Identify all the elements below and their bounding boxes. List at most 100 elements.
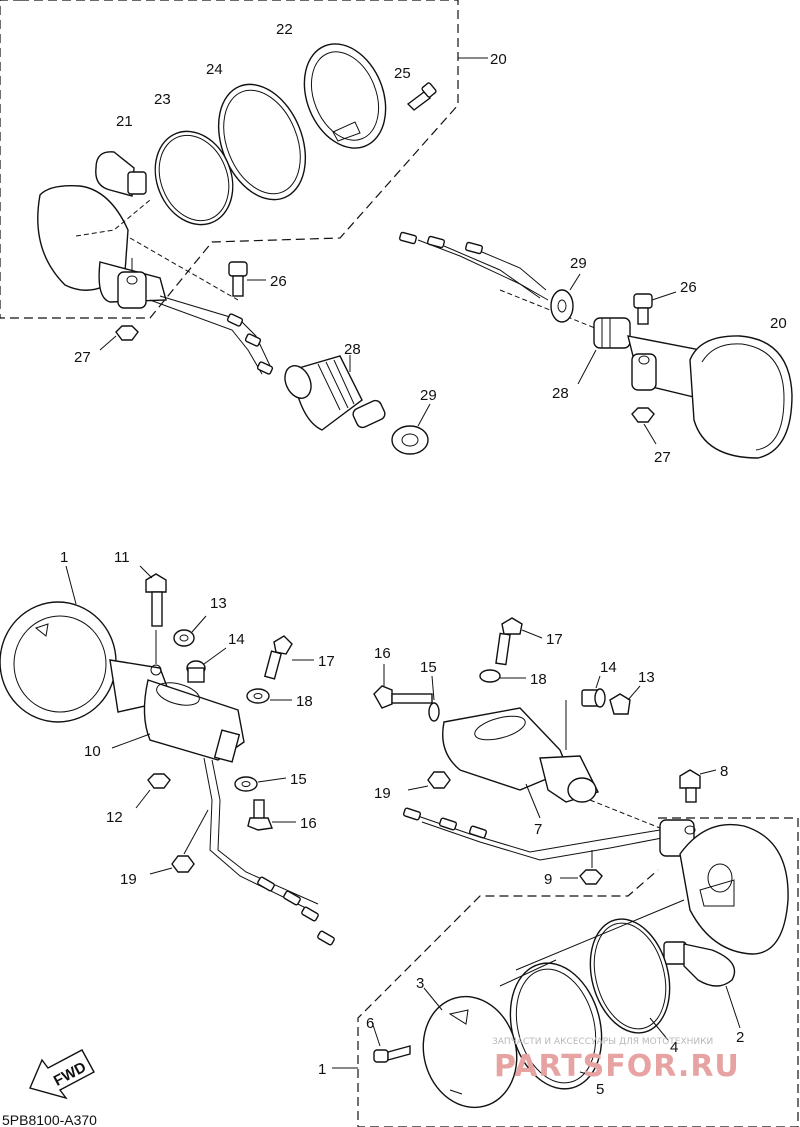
socket-28-left[interactable] <box>280 355 387 431</box>
fwd-arrow-icon: FWD <box>29 1049 95 1100</box>
diagram-code: 5PB8100-A370 <box>2 1112 97 1127</box>
part-label: 25 <box>394 65 411 82</box>
bolt-26-right[interactable] <box>633 293 653 325</box>
watermark: ЗАПЧАСТИ И АКСЕССУАРЫ ДЛЯ МОТОТЕХНИКИ PA… <box>492 1037 740 1084</box>
wire-connectors-bottom-left <box>257 876 335 946</box>
bolt-17-right[interactable] <box>495 617 523 666</box>
socket-28-right[interactable] <box>593 317 631 349</box>
part-label: 18 <box>296 693 313 710</box>
bolt-16-left[interactable] <box>247 799 273 831</box>
part-label: 17 <box>318 653 335 670</box>
nut-12[interactable] <box>147 773 171 789</box>
collar-14-right[interactable] <box>581 688 606 708</box>
part-label: 21 <box>116 113 133 130</box>
washer-15-right[interactable] <box>428 702 440 722</box>
bracket-10[interactable] <box>143 679 245 763</box>
part-label: 29 <box>420 387 437 404</box>
part-label: 19 <box>374 785 391 802</box>
flasher-lamp-1-left[interactable] <box>0 601 117 723</box>
screw-6[interactable] <box>373 1045 411 1063</box>
assembly-bottom-right <box>332 617 799 1127</box>
part-label: 28 <box>552 385 569 402</box>
assembly-top-right <box>398 231 793 459</box>
rim-5[interactable] <box>497 953 615 1099</box>
lens-3[interactable] <box>411 986 529 1118</box>
part-label: 26 <box>270 273 287 290</box>
part-label: 19 <box>120 871 137 888</box>
part-label: 28 <box>344 341 361 358</box>
part-label: 27 <box>74 349 91 366</box>
bolt-11[interactable] <box>145 573 167 627</box>
assembly-top-left <box>0 0 488 455</box>
housing-20-right[interactable] <box>627 335 793 459</box>
flasher-lamp-1-right[interactable] <box>659 819 789 955</box>
part-label: 15 <box>290 771 307 788</box>
group-box-20 <box>0 0 459 319</box>
part-label: 12 <box>106 809 123 826</box>
part-label: 8 <box>720 763 728 780</box>
part-label: 29 <box>570 255 587 272</box>
part-label: 15 <box>420 659 437 676</box>
part-label: 16 <box>300 815 317 832</box>
watermark-caption: ЗАПЧАСТИ И АКСЕССУАРЫ ДЛЯ МОТОТЕХНИКИ <box>492 1037 713 1047</box>
part-label: 20 <box>490 51 507 68</box>
part-label: 10 <box>84 743 101 760</box>
bracket-7[interactable] <box>442 707 599 803</box>
washer-18-right[interactable] <box>479 669 501 683</box>
part-label: 1 <box>60 549 68 566</box>
watermark-brand: PARTSFOR.RU <box>494 1049 740 1084</box>
part-label: 13 <box>638 669 655 686</box>
group-box-1 <box>357 817 799 1127</box>
screw-25[interactable] <box>406 82 437 111</box>
bolt-26-left[interactable] <box>228 261 248 297</box>
bolt-17-left[interactable] <box>263 635 293 680</box>
damper-13-left[interactable] <box>173 629 195 647</box>
part-label: 27 <box>654 449 671 466</box>
part-label: 20 <box>770 315 787 332</box>
gasket-23[interactable] <box>142 120 247 237</box>
part-label: 24 <box>206 61 223 78</box>
part-label: 11 <box>114 549 130 566</box>
housing-20-left[interactable] <box>37 185 167 309</box>
part-label: 16 <box>374 645 391 662</box>
bulb-21[interactable] <box>95 151 147 197</box>
part-label: 5 <box>596 1081 604 1098</box>
nut-27-left[interactable] <box>115 325 139 341</box>
collar-29-right[interactable] <box>550 289 574 323</box>
bolt-16-right[interactable] <box>373 685 433 709</box>
washer-18-left[interactable] <box>246 688 270 704</box>
washer-15-left[interactable] <box>234 776 258 792</box>
part-label: 7 <box>534 821 542 838</box>
wire-connectors-left <box>226 313 274 375</box>
wire-connectors-right <box>398 231 484 255</box>
part-label: 4 <box>670 1039 678 1056</box>
part-label: 22 <box>276 21 293 38</box>
bolt-8[interactable] <box>679 769 701 803</box>
gasket-4[interactable] <box>578 910 681 1042</box>
nut-27-right[interactable] <box>631 407 655 423</box>
part-label: 1 <box>318 1061 326 1078</box>
damper-13-right[interactable] <box>609 693 631 715</box>
assembly-bottom-left <box>0 565 335 946</box>
nut-19-right[interactable] <box>427 771 451 789</box>
lens-22[interactable] <box>290 32 401 161</box>
part-label: 17 <box>546 631 563 648</box>
part-label: 18 <box>530 671 547 688</box>
nut-9[interactable] <box>579 869 603 885</box>
part-label: 26 <box>680 279 697 296</box>
part-label: 14 <box>228 631 245 648</box>
collar-14-left[interactable] <box>186 660 206 683</box>
part-label: 23 <box>154 91 171 108</box>
collar-29-left[interactable] <box>391 425 429 455</box>
bulb-2[interactable] <box>663 941 736 987</box>
part-label: 13 <box>210 595 227 612</box>
part-label: 14 <box>600 659 617 676</box>
part-labels: 20 22 24 25 23 21 26 27 28 29 29 26 20 2… <box>60 21 787 1098</box>
part-label: 3 <box>416 975 424 992</box>
wire-connectors-bottom-right <box>402 807 488 839</box>
part-label: 9 <box>544 871 552 888</box>
nut-19-left[interactable] <box>171 855 195 873</box>
part-label: 6 <box>366 1015 374 1032</box>
part-label: 2 <box>736 1029 744 1046</box>
